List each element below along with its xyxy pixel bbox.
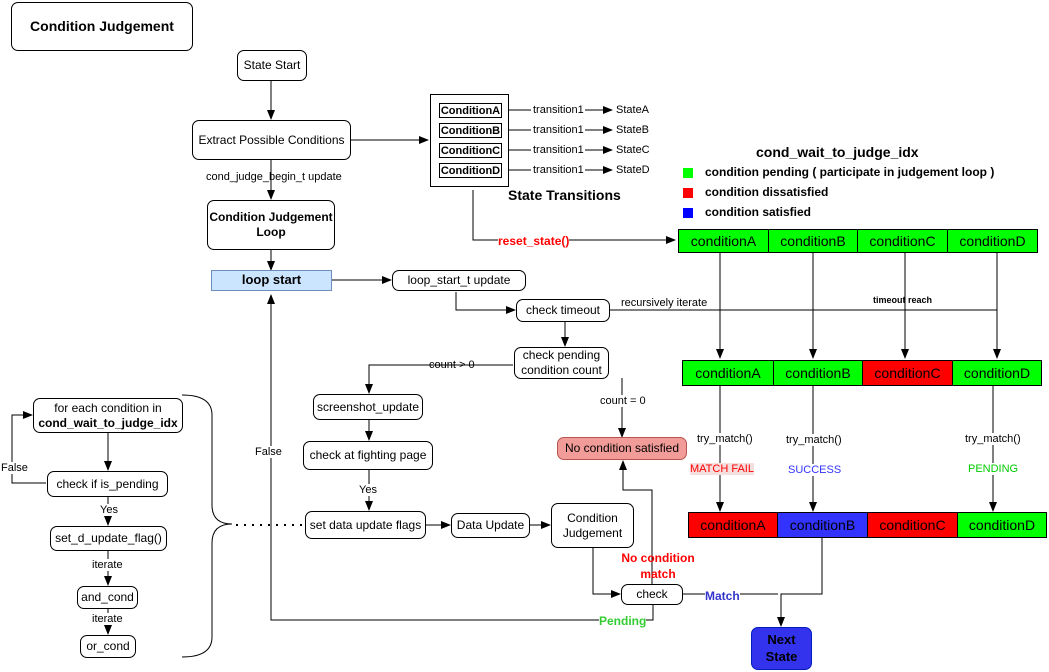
- screenshot-update-node: screenshot_update: [313, 394, 423, 420]
- condition-judgement-loop-node: Condition Judgement Loop: [207, 200, 335, 250]
- check-node: check: [621, 584, 683, 605]
- transition-label-d: transition1: [533, 164, 584, 176]
- row3-condition-d: conditionD: [957, 512, 1047, 538]
- for-each-condition-node: for each condition in cond_wait_to_judge…: [33, 398, 183, 433]
- check-timeout-node: check timeout: [516, 299, 610, 322]
- legend-dissatisfied-text: condition dissatisfied: [705, 185, 829, 199]
- row1-condition-d: conditionD: [947, 229, 1038, 253]
- row1-condition-b: conditionB: [768, 229, 858, 253]
- no-condition-satisfied-node: No condition satisfied: [557, 437, 687, 460]
- try-match-label-d: try_match(): [965, 433, 1021, 445]
- loop-start-t-update-node: loop_start_t update: [392, 270, 526, 291]
- state-start-node: State Start: [237, 50, 307, 81]
- or-cond-node: or_cond: [80, 635, 136, 658]
- transition-condition-a: ConditionA: [439, 103, 502, 118]
- pending-result-label: PENDING: [968, 463, 1019, 475]
- iterate-label-2: iterate: [92, 613, 123, 625]
- check-fighting-page-node: check at fighting page: [303, 441, 433, 470]
- transition-condition-c: ConditionC: [439, 143, 502, 158]
- row1-condition-a: conditionA: [678, 229, 769, 253]
- row3-condition-a: conditionA: [688, 512, 778, 538]
- pending-label: Pending: [599, 614, 647, 628]
- transition-condition-b: ConditionB: [439, 123, 502, 138]
- legend-pending-text: condition pending ( participate in judge…: [705, 165, 995, 179]
- state-a-label: StateA: [616, 104, 650, 116]
- legend-blue-square: [683, 208, 693, 218]
- row3-condition-c: conditionC: [867, 512, 958, 538]
- cond-wait-heading: cond_wait_to_judge_idx: [756, 144, 919, 160]
- cond-judge-begin-label: cond_judge_begin_t update: [206, 171, 342, 183]
- check-is-pending-node: check if is_pending: [47, 471, 168, 497]
- recursively-iterate-label: recursively iterate: [621, 297, 708, 309]
- for-each-var: cond_wait_to_judge_idx: [38, 415, 178, 430]
- state-d-label: StateD: [616, 164, 650, 176]
- iterate-label-1: iterate: [92, 559, 123, 571]
- sub-false-label: False: [1, 462, 28, 474]
- row2-condition-b: conditionB: [773, 360, 863, 386]
- match-fail-label: MATCH FAIL: [690, 463, 754, 475]
- state-c-label: StateC: [616, 144, 650, 156]
- row2-condition-a: conditionA: [682, 360, 774, 386]
- state-b-label: StateB: [616, 124, 650, 136]
- row2-condition-d: conditionD: [952, 360, 1042, 386]
- reset-state-label: reset_state(): [498, 234, 570, 248]
- legend-green-square: [683, 168, 693, 178]
- transition-label-a: transition1: [533, 104, 584, 116]
- loop-start-node: loop start: [211, 270, 332, 291]
- try-match-label-b: try_match(): [786, 434, 842, 446]
- match-label: Match: [705, 589, 740, 603]
- diagram-title: Condition Judgement: [11, 2, 193, 51]
- legend-red-square: [683, 188, 693, 198]
- condition-judgement-node: Condition Judgement: [551, 503, 634, 548]
- transition-label-b: transition1: [533, 124, 584, 136]
- count-eq0-label: count = 0: [600, 395, 646, 407]
- for-each-prefix: for each condition in: [54, 400, 162, 415]
- success-label: SUCCESS: [788, 464, 842, 476]
- state-transitions-caption: State Transitions: [508, 187, 621, 203]
- set-data-update-flags-node: set data update flags: [305, 511, 426, 539]
- no-condition-match-label: No condition match: [621, 551, 695, 581]
- try-match-label-a: try_match(): [697, 433, 753, 445]
- transition-condition-d: ConditionD: [439, 163, 502, 178]
- check-pending-count-node: check pending condition count: [514, 347, 609, 379]
- transition-label-c: transition1: [533, 144, 584, 156]
- row2-condition-c: conditionC: [862, 360, 953, 386]
- next-state-node: Next State: [751, 627, 812, 670]
- timeout-reach-label: timeout reach: [873, 295, 933, 305]
- and-cond-node: and_cond: [77, 586, 138, 609]
- false-label: False: [255, 446, 282, 458]
- sub-yes-label: Yes: [100, 504, 118, 516]
- count-gt0-label: count > 0: [429, 359, 475, 371]
- extract-conditions-node: Extract Possible Conditions: [192, 120, 351, 160]
- row1-condition-c: conditionC: [857, 229, 948, 253]
- row3-condition-b: conditionB: [777, 512, 868, 538]
- data-update-node: Data Update: [451, 513, 530, 538]
- legend-satisfied-text: condition satisfied: [705, 205, 812, 219]
- set-d-update-flag-node: set_d_update_flag(): [50, 526, 167, 551]
- yes-label: Yes: [359, 484, 377, 496]
